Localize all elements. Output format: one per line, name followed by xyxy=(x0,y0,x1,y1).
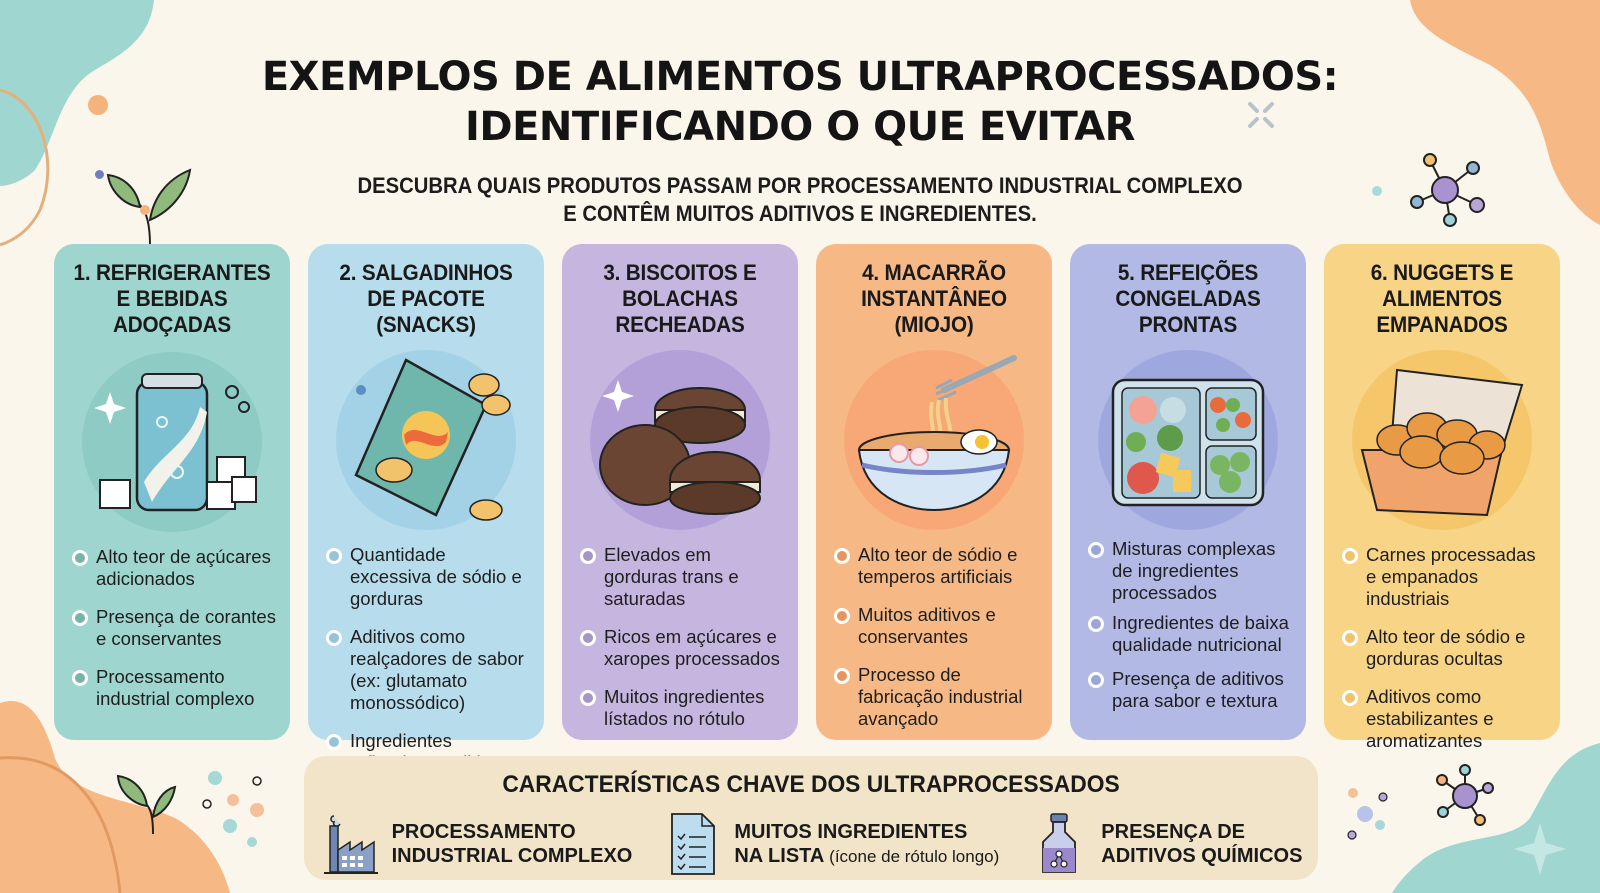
subtitle-line-2: E CONTÊM MUITOS ADITIVOS E INGREDIENTES. xyxy=(563,201,1037,226)
key-characteristics-panel: CARACTERÍSTICAS CHAVE DOS ULTRAPROCESSAD… xyxy=(304,756,1318,880)
card-title: 6. NUGGETS E ALIMENTOS EMPANADOS xyxy=(1370,260,1514,337)
bullet-list: Carnes processadas e empanados industria… xyxy=(1336,544,1548,768)
list-item: Misturas complexas de ingredientes proce… xyxy=(1088,538,1294,604)
orange-blob-bottom-left xyxy=(0,701,230,893)
subtitle-line-1: DESCUBRA QUAIS PRODUTOS PASSAM POR PROCE… xyxy=(357,173,1243,198)
dot-decor xyxy=(1372,186,1382,196)
bullet-dot xyxy=(72,550,88,566)
list-item: Ricos em açúcares e xaropes processados xyxy=(580,626,786,670)
list-item: Carnes processadas e empanados industria… xyxy=(1342,544,1548,610)
list-item: Processo de fabricação industrial avança… xyxy=(834,664,1040,730)
orange-blob-top-right xyxy=(1410,0,1600,225)
list-item: Quantidade excessiva de sódio e gorduras xyxy=(326,544,532,610)
card-instant-noodles: 4. MACARRÃO INSTANTÂNEO (MIOJO) Alto teo… xyxy=(816,244,1052,740)
feature-many-ingredients: MUITOS INGREDIENTES NA LISTA (ícone de r… xyxy=(662,812,999,876)
bullet-dot xyxy=(72,670,88,686)
list-item: Alto teor de sódio e gorduras ocultas xyxy=(1342,626,1548,670)
card-title: 1. REFRIGERANTES E BEBIDAS ADOÇADAS xyxy=(73,260,271,337)
feature-chemical-additives: PRESENÇA DE ADITIVOS QUÍMICOS xyxy=(1029,812,1302,876)
sprout-icon-top-left xyxy=(106,168,192,245)
list-item: Alto teor de açúcares adicionados xyxy=(72,546,278,590)
list-item: Muitos aditivos e conservantes xyxy=(834,604,1040,648)
title-line-1: EXEMPLOS DE ALIMENTOS ULTRAPROCESSADOS: xyxy=(261,54,1339,100)
noodle-bowl-icon xyxy=(844,350,1024,530)
nuggets-box-icon xyxy=(1352,350,1532,530)
card-title: 5. REFEIÇÕES CONGELADAS PRONTAS xyxy=(1115,260,1261,337)
panel-title: CARACTERÍSTICAS CHAVE DOS ULTRAPROCESSAD… xyxy=(502,771,1120,798)
card-frozen-meals: 5. REFEIÇÕES CONGELADAS PRONTAS Misturas… xyxy=(1070,244,1306,740)
molecule-icon-bottom-right xyxy=(1436,764,1494,826)
soda-can-icon xyxy=(82,352,262,532)
teal-blob-bottom-right xyxy=(1392,743,1600,893)
sprout-icon-bottom-left xyxy=(116,774,177,834)
card-title: 4. MACARRÃO INSTANTÂNEO (MIOJO) xyxy=(861,260,1007,337)
orange-ring-left xyxy=(0,88,50,247)
ingredient-list-icon xyxy=(671,813,716,875)
bullet-dot xyxy=(834,668,850,684)
bullet-dot xyxy=(1342,690,1358,706)
header: EXEMPLOS DE ALIMENTOS ULTRAPROCESSADOS: … xyxy=(0,52,1600,228)
card-cookies: 3. BISCOITOS E BOLACHAS RECHEADAS Elevad… xyxy=(562,244,798,740)
dots-cluster-right xyxy=(1347,788,1388,840)
chips-bag-icon xyxy=(336,350,516,530)
card-title: 3. BISCOITOS E BOLACHAS RECHEADAS xyxy=(603,260,757,337)
molecule-icon-top-right xyxy=(1410,153,1485,227)
bullet-dot xyxy=(326,734,342,750)
card-nuggets: 6. NUGGETS E ALIMENTOS EMPANADOS Carnes … xyxy=(1324,244,1560,751)
list-item: Aditivos como estabilizantes e aromatiza… xyxy=(1342,686,1548,752)
bullet-dot xyxy=(580,548,596,564)
bullet-dot xyxy=(72,610,88,626)
bullet-dot xyxy=(326,630,342,646)
card-soft-drinks: 1. REFRIGERANTES E BEBIDAS ADOÇADAS Alto… xyxy=(54,244,290,740)
list-item: Processamento industrial complexo xyxy=(72,666,278,710)
bullet-dot xyxy=(326,548,342,564)
bullet-list: Misturas complexas de ingredientes proce… xyxy=(1082,538,1294,728)
bullet-dot xyxy=(1088,672,1104,688)
page-subtitle: DESCUBRA QUAIS PRODUTOS PASSAM POR PROCE… xyxy=(64,172,1536,228)
list-item: Muitos ingredientes lístados no rótulo xyxy=(580,686,786,730)
dot-decor xyxy=(95,170,104,179)
bullet-dot xyxy=(1342,548,1358,564)
frozen-meal-tray-icon xyxy=(1098,350,1278,530)
teal-blob-top-left xyxy=(0,0,154,186)
page-title: EXEMPLOS DE ALIMENTOS ULTRAPROCESSADOS: … xyxy=(0,52,1600,152)
bullet-dot xyxy=(834,608,850,624)
sparkle-x-icon xyxy=(1248,102,1274,128)
title-line-2: IDENTIFICANDO O QUE EVITAR xyxy=(465,104,1135,150)
bullet-dot xyxy=(580,690,596,706)
dot-decor xyxy=(88,95,108,115)
feature-note: (ícone de rótulo longo) xyxy=(829,846,1000,866)
list-item: Presença de aditivos para sabor e textur… xyxy=(1088,668,1294,712)
list-item: Elevados em gorduras trans e saturadas xyxy=(580,544,786,610)
bullet-dot xyxy=(834,548,850,564)
bullet-list: Alto teor de sódio e temperos artificiai… xyxy=(828,544,1040,746)
bullet-list: Elevados em gorduras trans e saturadas R… xyxy=(574,544,786,746)
chemical-bottle-icon xyxy=(1042,813,1077,873)
card-snacks: 2. SALGADINHOS DE PACOTE (SNACKS) Quanti… xyxy=(308,244,544,795)
card-title: 2. SALGADINHOS DE PACOTE (SNACKS) xyxy=(339,260,513,337)
list-item: Alto teor de sódio e temperos artificiai… xyxy=(834,544,1040,588)
bullet-dot xyxy=(1088,542,1104,558)
bullet-dot xyxy=(1088,616,1104,632)
factory-icon xyxy=(323,815,378,874)
bullet-dot xyxy=(1342,630,1358,646)
feature-industrial-processing: PROCESSAMENTO INDUSTRIAL COMPLEXO xyxy=(320,812,632,876)
bullet-dot xyxy=(580,630,596,646)
features-row: PROCESSAMENTO INDUSTRIAL COMPLEXO MUITOS… xyxy=(304,812,1318,876)
dots-cluster-left xyxy=(202,771,264,847)
bullet-list: Alto teor de açúcares adicionados Presen… xyxy=(66,546,278,726)
dot-decor xyxy=(140,205,150,215)
list-item: Aditivos como realçadores de sabor (ex: … xyxy=(326,626,532,714)
food-cards: 1. REFRIGERANTES E BEBIDAS ADOÇADAS Alto… xyxy=(54,244,1560,795)
list-item: Ingredientes de baixa qualidade nutricio… xyxy=(1088,612,1294,656)
list-item: Presença de corantes e conservantes xyxy=(72,606,278,650)
sandwich-cookies-icon xyxy=(590,350,770,530)
